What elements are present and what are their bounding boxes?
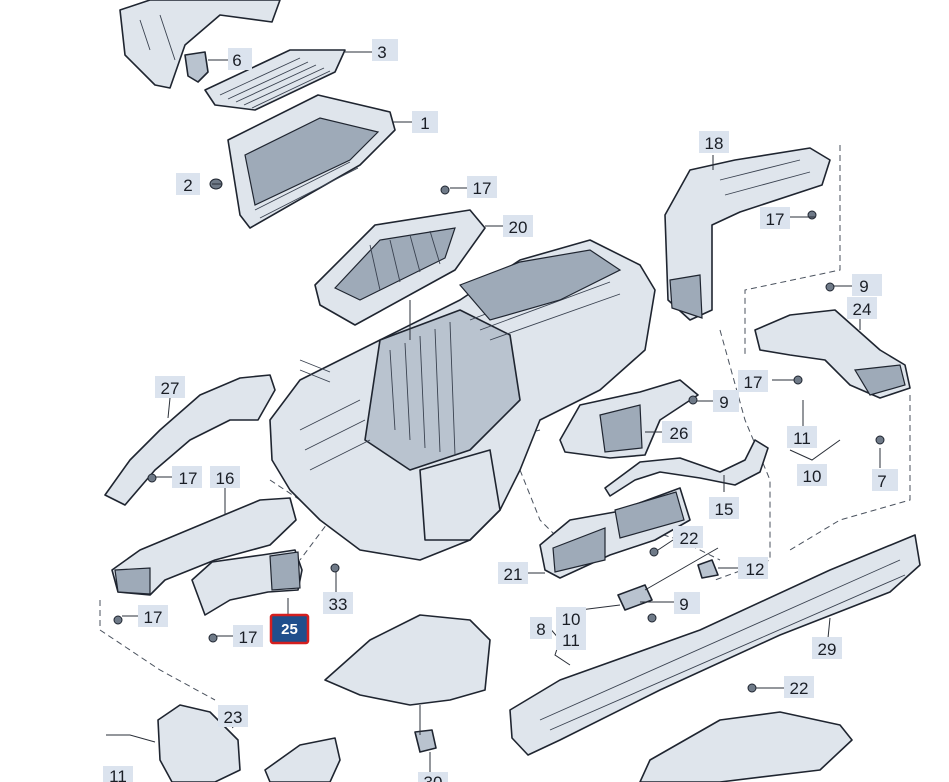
- part-21-center-vent: [539, 487, 691, 579]
- part-24-air-duct: [754, 309, 911, 399]
- label-1: 1: [412, 111, 438, 133]
- label-17a: 17: [467, 176, 497, 198]
- label-17e-text: 17: [144, 608, 163, 627]
- label-21-text: 21: [504, 565, 523, 584]
- label-17d-text: 17: [179, 469, 198, 488]
- label-3-text: 3: [377, 43, 386, 62]
- label-17f: 17: [233, 625, 263, 647]
- label-10b-text: 10: [562, 610, 581, 629]
- label-33: 33: [323, 592, 353, 614]
- label-11b: 11: [556, 628, 586, 650]
- lower-center-panel: [324, 614, 491, 706]
- label-10a-text: 10: [803, 467, 822, 486]
- part-26-vent-outlet: [559, 379, 699, 459]
- label-17b-text: 17: [766, 210, 785, 229]
- label-11c: 11: [103, 766, 133, 782]
- label-22a-text: 22: [680, 529, 699, 548]
- label-12-text: 12: [746, 560, 765, 579]
- part-3-filter-grille: [204, 49, 346, 111]
- label-17c: 17: [738, 370, 768, 392]
- label-11c-text: 11: [109, 767, 127, 782]
- label-18-text: 18: [705, 134, 724, 153]
- part-labels: 1 2 3 6 17 20 18 17 9 24 17 9 11 10 7 27…: [103, 39, 898, 782]
- part-25-air-duct: [191, 549, 303, 616]
- label-30: 30: [418, 772, 448, 782]
- label-30-text: 30: [424, 773, 443, 782]
- label-2: 2: [176, 173, 200, 195]
- lower-cover-panel: [639, 711, 853, 782]
- label-9a: 9: [852, 274, 882, 296]
- label-24: 24: [847, 297, 877, 319]
- label-22a: 22: [673, 526, 703, 548]
- label-16: 16: [210, 466, 240, 488]
- label-23: 23: [218, 705, 248, 727]
- label-15: 15: [709, 497, 739, 519]
- label-29-text: 29: [818, 640, 837, 659]
- part-1-filter-housing: [227, 94, 396, 229]
- label-27-text: 27: [161, 379, 180, 398]
- leader-lines: [106, 51, 881, 772]
- label-16-text: 16: [216, 469, 235, 488]
- label-9b-text: 9: [719, 393, 728, 412]
- label-7: 7: [872, 469, 898, 491]
- label-26: 26: [662, 421, 692, 443]
- part-30-sensor: [414, 729, 437, 753]
- part-18-air-duct: [664, 147, 831, 321]
- label-20: 20: [503, 215, 533, 237]
- label-25-text: 25: [281, 621, 298, 638]
- label-11a: 11: [787, 426, 817, 448]
- part-12-clip: [697, 559, 719, 579]
- part-10-actuator: [617, 547, 719, 611]
- label-33-text: 33: [329, 595, 348, 614]
- part-15-pipe: [604, 439, 769, 497]
- label-20-text: 20: [509, 218, 528, 237]
- label-23-text: 23: [224, 708, 243, 727]
- label-9c-text: 9: [679, 595, 688, 614]
- label-15-text: 15: [715, 500, 734, 519]
- label-11a-text: 11: [793, 429, 811, 448]
- label-17b: 17: [760, 207, 790, 229]
- label-6-text: 6: [232, 51, 241, 70]
- label-7-text: 7: [877, 472, 886, 491]
- label-8-text: 8: [536, 620, 545, 639]
- label-22b: 22: [784, 676, 814, 698]
- upper-air-duct: [119, 0, 281, 89]
- label-17d: 17: [172, 466, 202, 488]
- label-9c: 9: [674, 592, 700, 614]
- part-6-sensor: [184, 51, 209, 83]
- label-10b: 10: [556, 607, 586, 629]
- label-12: 12: [738, 557, 768, 579]
- lower-blower-part: [264, 737, 341, 782]
- label-17c-text: 17: [744, 373, 763, 392]
- fasteners: [113, 185, 885, 693]
- label-17a-text: 17: [473, 179, 492, 198]
- label-6: 6: [228, 48, 252, 70]
- label-29: 29: [812, 637, 842, 659]
- label-17e: 17: [138, 605, 168, 627]
- label-9a-text: 9: [859, 277, 868, 296]
- label-11b-text: 11: [562, 631, 580, 650]
- label-2-text: 2: [183, 176, 192, 195]
- label-1-text: 1: [420, 114, 429, 133]
- hvac-unit-main: [269, 239, 656, 561]
- part-29-dash-vent-strip: [509, 534, 921, 756]
- label-10a: 10: [797, 464, 827, 486]
- label-22b-text: 22: [790, 679, 809, 698]
- label-18: 18: [699, 131, 729, 153]
- label-9b: 9: [713, 390, 739, 412]
- label-17f-text: 17: [239, 628, 258, 647]
- label-8: 8: [530, 617, 552, 639]
- part-27-air-duct: [104, 374, 276, 506]
- label-25-highlighted[interactable]: 25: [269, 613, 310, 645]
- label-27: 27: [155, 376, 185, 398]
- part-20-defrost-vent: [314, 209, 486, 326]
- label-21: 21: [498, 562, 528, 584]
- label-26-text: 26: [670, 424, 689, 443]
- part-16-air-duct: [111, 497, 297, 596]
- label-3: 3: [372, 39, 398, 62]
- label-24-text: 24: [853, 300, 872, 319]
